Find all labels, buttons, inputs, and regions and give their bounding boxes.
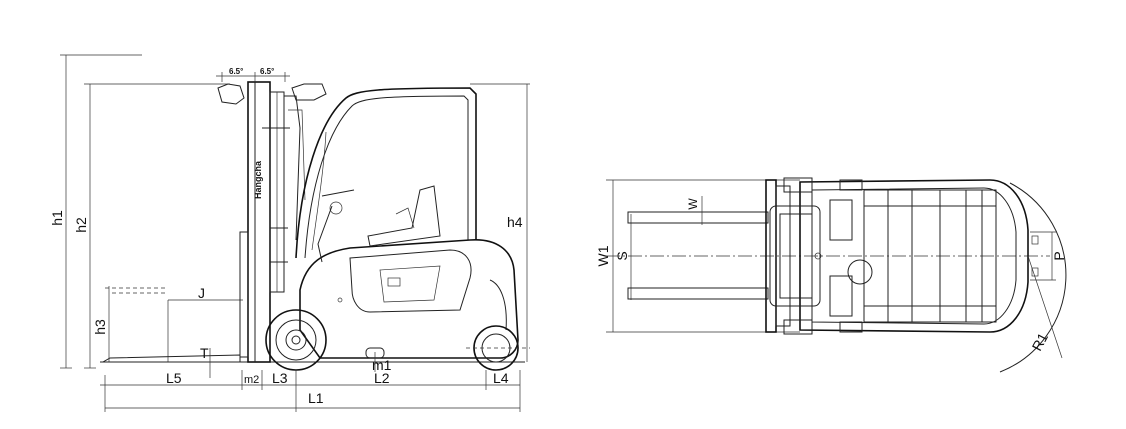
label-P: P <box>1051 251 1067 260</box>
top-forks <box>627 211 769 300</box>
dimension-h4: h4 <box>470 83 530 362</box>
label-L4: L4 <box>493 370 509 386</box>
label-R1: R1 <box>1029 330 1052 354</box>
front-wheel <box>265 309 327 371</box>
dimension-S: S <box>614 214 632 300</box>
dimension-R1: R1 <box>999 182 1067 373</box>
label-W: W <box>686 198 700 210</box>
label-S: S <box>614 251 630 260</box>
label-T: T <box>200 345 209 361</box>
label-h3: h3 <box>92 319 108 335</box>
label-J: J <box>198 285 205 301</box>
label-m2: m2 <box>244 374 259 386</box>
dimension-T: T <box>200 345 211 378</box>
overhead-guard <box>295 87 477 259</box>
operator-seat <box>317 185 441 263</box>
side-view: h1 h2 h3 J h4 <box>49 54 530 412</box>
tilt-backward-angle: 6.5° <box>260 67 274 76</box>
label-L1: L1 <box>308 390 324 406</box>
rear-wheel <box>466 325 530 371</box>
tilt-forward-angle: 6.5° <box>229 67 243 76</box>
dimension-h2: h2 <box>73 83 230 369</box>
tilt-indicator: 6.5° 6.5° <box>216 67 290 82</box>
label-L5: L5 <box>166 370 182 386</box>
label-h4: h4 <box>507 214 523 230</box>
label-L3: L3 <box>272 370 288 386</box>
mast: Hangcha <box>247 81 290 363</box>
dimension-P: P <box>1030 231 1067 281</box>
fork <box>101 232 241 363</box>
dimension-W: W <box>686 196 703 225</box>
mast-brand: Hangcha <box>253 160 263 199</box>
label-h2: h2 <box>73 217 89 233</box>
top-guard <box>829 189 997 323</box>
dimension-h1: h1 <box>49 54 142 369</box>
label-h1: h1 <box>49 210 65 226</box>
top-view: W1 S W <box>595 177 1067 373</box>
dimension-J: J <box>167 285 243 362</box>
label-m1: m1 <box>372 357 392 373</box>
bottom-dimensions: L5 m2 L3 m1 L2 L4 L1 <box>100 357 521 412</box>
truck-body <box>299 239 519 359</box>
label-W1: W1 <box>595 245 611 266</box>
dimension-h3: h3 <box>92 286 165 362</box>
label-L2: L2 <box>374 370 390 386</box>
